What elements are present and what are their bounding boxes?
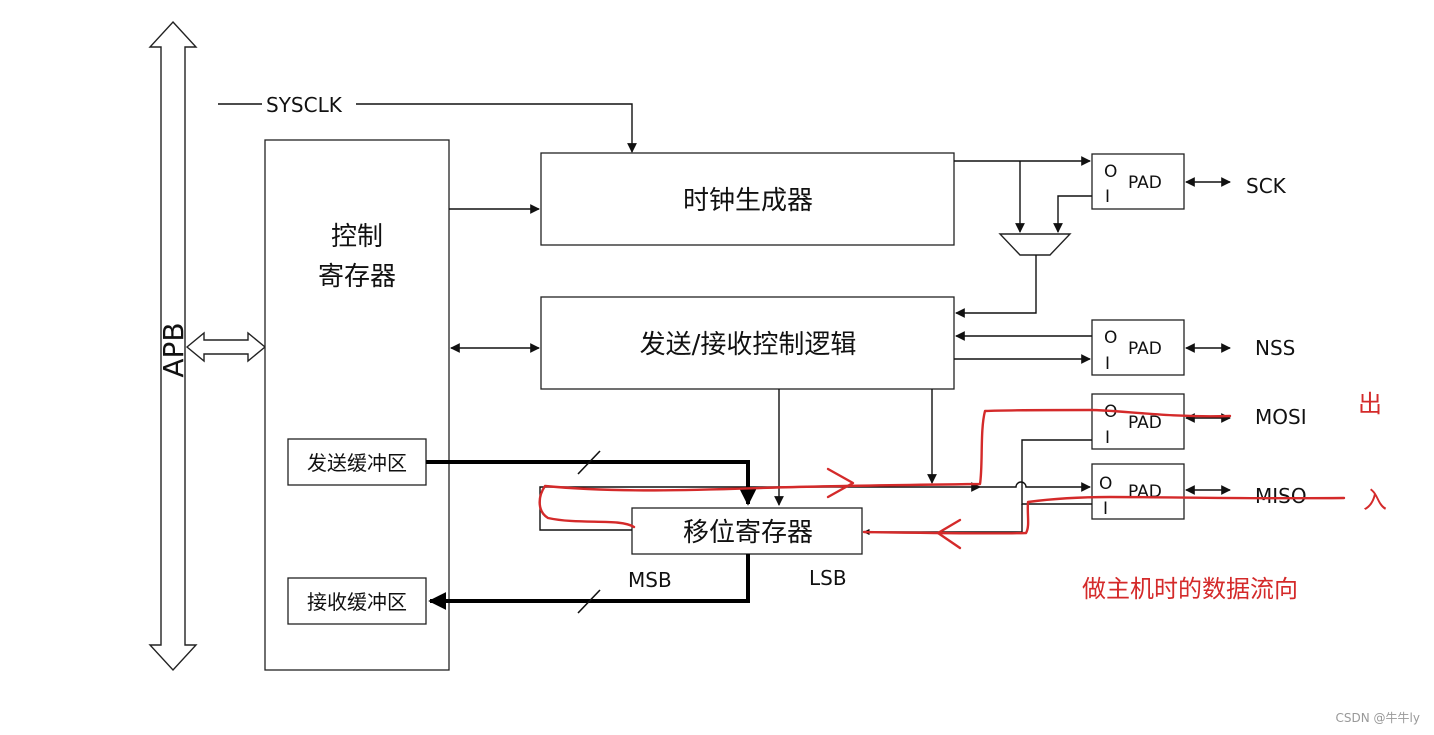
sysclk-line — [356, 103, 637, 153]
sysclk-label: SYSCLK — [266, 93, 343, 117]
nss-pin-label: NSS — [1255, 336, 1295, 360]
red-tx-path — [538, 408, 1232, 529]
red-rx-path — [862, 495, 1346, 535]
shift-register-label: 移位寄存器 — [683, 518, 813, 548]
nss-pad-label: PAD — [1128, 339, 1162, 359]
rx-buffer-box — [287, 577, 427, 625]
tx-bus-slash — [577, 450, 601, 475]
control-register-label-1: 控制 — [331, 222, 383, 252]
nss-pad-box — [1091, 319, 1185, 376]
out-annotation: 出 — [1358, 390, 1382, 418]
miso-pin-label: MISO — [1255, 484, 1307, 508]
nss-pad-i: I — [1105, 354, 1110, 374]
in-annotation: 入 — [1363, 486, 1387, 514]
miso-pad-o: O — [1099, 474, 1112, 494]
rx-buffer-label: 接收缓冲区 — [307, 590, 407, 614]
mosi-pad-i: I — [1105, 428, 1110, 448]
sck-pad-label: PAD — [1128, 173, 1162, 193]
mosi-pin-label: MOSI — [1255, 405, 1307, 429]
miso-pad-i: I — [1103, 499, 1108, 519]
tx-buffer-label: 发送缓冲区 — [307, 451, 407, 475]
clock-mux — [998, 233, 1072, 256]
sck-pin-label: SCK — [1246, 174, 1287, 198]
sck-pad-i: I — [1105, 187, 1110, 207]
tx-buffer-to-shift-bus — [426, 460, 757, 506]
miso-pad-label: PAD — [1128, 482, 1162, 502]
msb-label: MSB — [628, 568, 672, 592]
apb-register-link-arrow — [185, 331, 267, 363]
clock-generator-box — [540, 152, 955, 246]
shift-to-rx-buffer-bus — [428, 554, 750, 610]
mosi-pad-label: PAD — [1128, 413, 1162, 433]
apb-label: APB — [157, 322, 190, 377]
mux-to-txrx-line — [955, 255, 1037, 318]
txrx-control-box — [540, 296, 955, 390]
rx-bus-slash — [577, 589, 601, 614]
clock-generator-label: 时钟生成器 — [683, 186, 813, 216]
watermark: CSDN @牛牛ly — [1336, 710, 1420, 725]
miso-route-line — [1021, 439, 1092, 505]
red-tx-arrowhead — [826, 467, 855, 499]
control-register-label-2: 寄存器 — [318, 262, 396, 292]
txrx-control-label: 发送/接收控制逻辑 — [640, 330, 857, 360]
apb-bus-arrow — [148, 20, 198, 672]
mosi-route-line — [980, 481, 1091, 492]
sck-pad-o: O — [1104, 162, 1117, 182]
shift-register-box — [631, 507, 863, 555]
nss-pad-o: O — [1104, 328, 1117, 348]
red-rx-arrowhead — [936, 518, 962, 550]
sck-pad-box — [1091, 153, 1185, 210]
master-flow-caption: 做主机时的数据流向 — [1082, 575, 1298, 603]
miso-pad-box — [1091, 463, 1185, 520]
lsb-label: LSB — [809, 566, 847, 590]
miso-to-lsb-line — [863, 504, 1023, 536]
sck-pad-input-line — [1053, 195, 1092, 233]
mosi-pad-box — [1091, 393, 1185, 450]
